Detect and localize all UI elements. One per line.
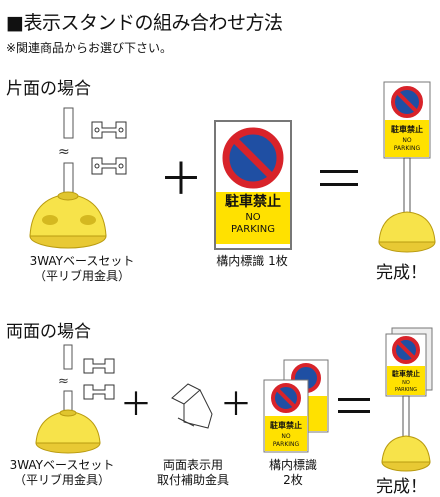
svg-text:PARKING: PARKING — [273, 441, 300, 448]
svg-text:≈: ≈ — [58, 374, 69, 389]
svg-text:NO: NO — [402, 137, 411, 144]
plus-icon: ＋ — [120, 385, 153, 423]
stand-base-illustration: ≈ — [29, 107, 107, 249]
fitting-label-line2: 取付補助金具 — [156, 473, 229, 487]
svg-text:駐車禁止: 駐車禁止 — [392, 369, 420, 378]
sign-text-parking: PARKING — [231, 224, 275, 235]
page-title: ■表示スタンドの組み合わせ方法 — [6, 12, 283, 34]
selection-note: ※関連商品からお選び下さい。 — [6, 41, 173, 55]
equals-icon — [338, 398, 370, 401]
svg-text:駐車禁止: 駐車禁止 — [270, 420, 302, 430]
stand-label-double: 3WAYベースセット （平リブ用金具） — [2, 458, 122, 488]
fitting-label-line1: 両面表示用 — [162, 458, 223, 472]
rib-bracket-illustration — [91, 121, 127, 175]
sign-label-line1: 構内標識 — [268, 458, 317, 472]
fitting-illustration — [171, 383, 213, 429]
sign-text-no: NO — [245, 212, 261, 223]
result-label-single: 完成！ — [376, 263, 427, 283]
stand-label-line2: （平リブ用金具） — [13, 473, 110, 487]
sign-label-double: 構内標識 2枚 — [258, 458, 328, 488]
parking-sign: 駐車禁止 NO PARKING — [214, 120, 292, 250]
sign-label-line2: 2枚 — [283, 473, 303, 487]
stand-label-line1: 3WAYベースセット — [9, 458, 115, 472]
rib-bracket-illustration-2 — [83, 358, 115, 400]
sign-label-single: 構内標識 1枚 — [216, 254, 288, 268]
svg-text:駐車禁止: 駐車禁止 — [391, 124, 423, 134]
svg-text:≈: ≈ — [58, 144, 70, 160]
section-heading-single: 片面の場合 — [6, 79, 91, 99]
parking-sign-pair: 駐車禁止 NO PARKING — [263, 359, 329, 453]
fitting-label: 両面表示用 取付補助金具 — [148, 458, 238, 488]
stand-label-single: 3WAYベースセット （平リブ用金具） — [2, 254, 162, 284]
svg-text:PARKING: PARKING — [394, 145, 421, 152]
result-label-double: 完成！ — [376, 477, 427, 497]
stand-label-line1: 3WAYベースセット — [29, 254, 135, 268]
svg-text:PARKING: PARKING — [395, 387, 417, 393]
assembled-stand-illustration: 駐車禁止 NO PARKING — [378, 81, 436, 253]
svg-text:NO: NO — [281, 433, 290, 440]
plus-icon: ＋ — [159, 154, 203, 205]
stand-base-illustration-2: ≈ — [35, 344, 101, 454]
stand-label-line2: （平リブ用金具） — [33, 269, 130, 283]
equals-icon — [320, 170, 358, 173]
assembled-stand-illustration-2: 駐車禁止 NO PARKING — [381, 327, 433, 472]
plus-icon: ＋ — [220, 385, 253, 423]
svg-text:NO: NO — [402, 380, 410, 386]
sign-text-jp: 駐車禁止 — [225, 194, 281, 210]
section-heading-double: 両面の場合 — [6, 322, 91, 342]
